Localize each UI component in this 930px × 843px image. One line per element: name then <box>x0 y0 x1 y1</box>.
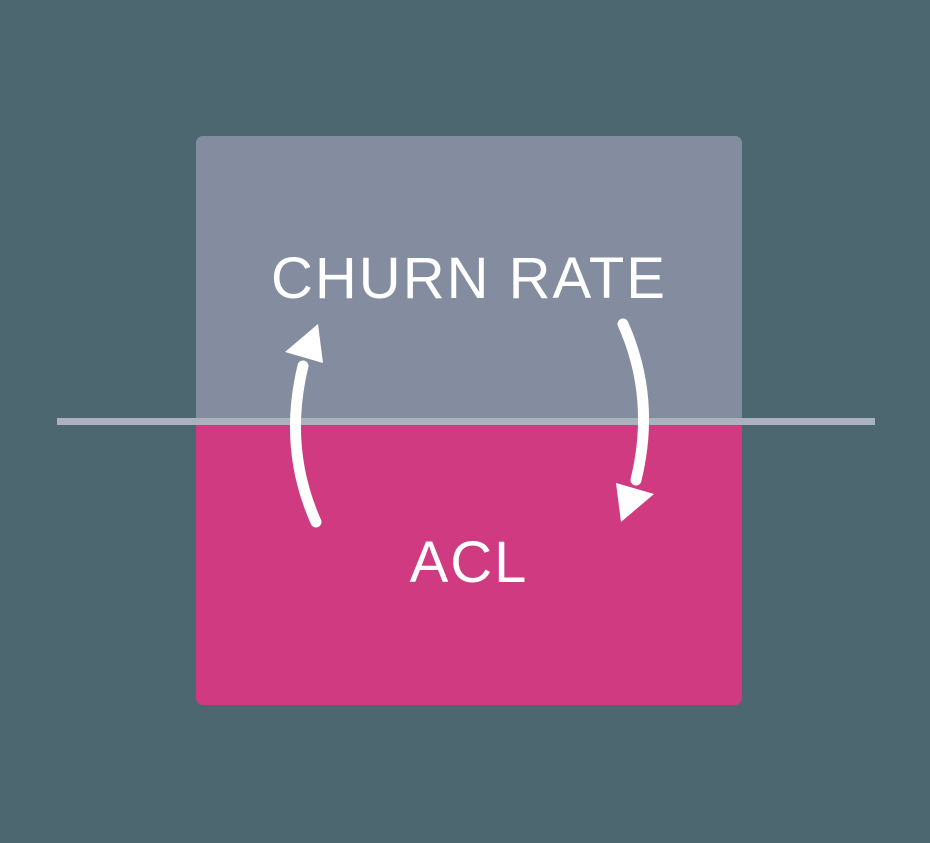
acl-label: ACL <box>409 530 529 595</box>
horizontal-divider-line <box>57 418 875 425</box>
churn-rate-label: CHURN RATE <box>271 245 667 311</box>
churn-acl-card: CHURN RATE ACL <box>196 136 742 705</box>
churn-rate-section: CHURN RATE <box>196 136 742 421</box>
acl-section: ACL <box>196 421 742 705</box>
